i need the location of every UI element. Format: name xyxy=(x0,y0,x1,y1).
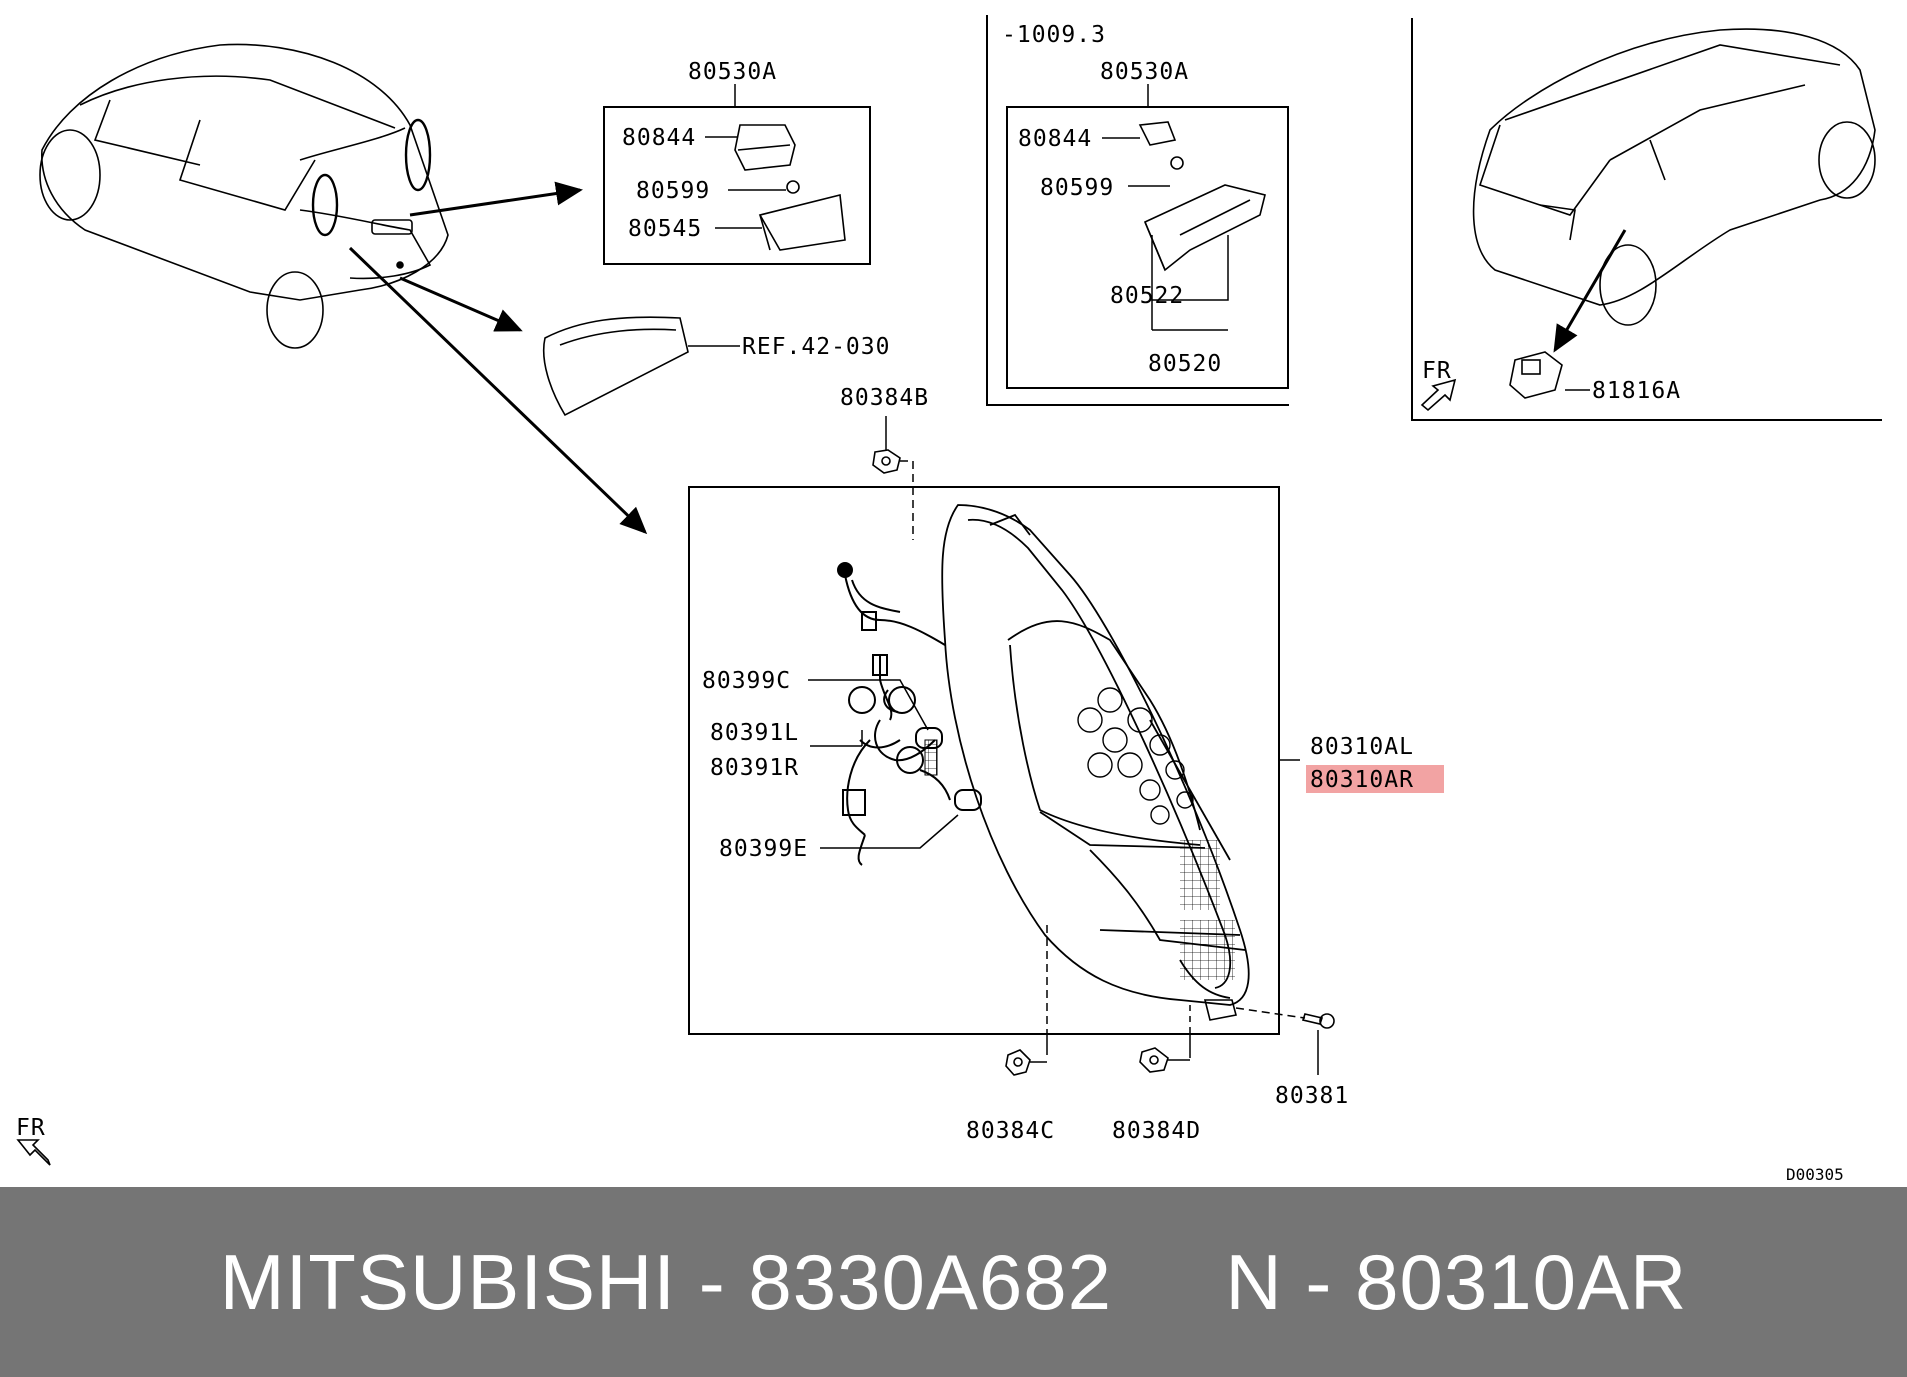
label-80545: 80545 xyxy=(628,216,702,242)
grommet-80384d-icon xyxy=(1139,1047,1169,1073)
grommet-80384c-icon xyxy=(1005,1049,1031,1076)
car-side-illustration xyxy=(1472,28,1876,326)
label-80310ar: 80310AR xyxy=(1310,767,1414,793)
grommet-80384b-icon xyxy=(872,449,901,474)
lamp-parts-2 xyxy=(1138,121,1266,272)
label-80399e: 80399E xyxy=(719,836,808,862)
label-range: -1009.3 xyxy=(1002,22,1106,48)
fr-arrow-bottom-icon xyxy=(16,1139,51,1166)
box-80530a-2 xyxy=(1006,106,1289,389)
label-80530a: 80530A xyxy=(688,59,777,85)
fr-arrow-top-icon xyxy=(1420,378,1457,412)
footer-n: N xyxy=(1225,1237,1283,1326)
label-80310al: 80310AL xyxy=(1310,734,1414,760)
screw-80381-icon xyxy=(1301,1013,1335,1029)
footer-bar: MITSUBISHI - 8330A682 N - 80310AR xyxy=(0,1187,1907,1377)
label-80384d: 80384D xyxy=(1112,1118,1201,1144)
footer-oem-number: 8330A682 xyxy=(748,1237,1113,1326)
label-80384c: 80384C xyxy=(966,1118,1055,1144)
car-rear-illustration xyxy=(39,43,449,349)
parts-diagram: 80530A 80844 80599 80545 REF.42-030 -100… xyxy=(16,15,1882,1184)
tail-lamp-box xyxy=(688,486,1280,1035)
box-80530a xyxy=(603,106,871,265)
footer-separator-2: - xyxy=(1282,1237,1356,1326)
label-80599: 80599 xyxy=(636,178,710,204)
reflector-illustration xyxy=(542,316,689,417)
label-80384b: 80384B xyxy=(840,385,929,411)
wiring-harness xyxy=(837,562,982,866)
footer-separator: - xyxy=(676,1237,749,1326)
footer-gap xyxy=(1112,1237,1225,1328)
footer-part-number: 80310AR xyxy=(1355,1237,1688,1326)
label-ref: REF.42-030 xyxy=(742,334,890,360)
highlight-80310ar xyxy=(1306,765,1444,793)
label-80391l: 80391L xyxy=(710,720,799,746)
label-80844-2: 80844 xyxy=(1018,126,1092,152)
diagram-code: D00305 xyxy=(1786,1165,1844,1184)
lamp-parts-1 xyxy=(734,124,846,251)
footer-brand: MITSUBISHI xyxy=(219,1237,677,1326)
label-80522: 80522 xyxy=(1110,283,1184,309)
label-80844: 80844 xyxy=(622,125,696,151)
lamp-81816a xyxy=(1509,351,1563,399)
label-fr-top: FR xyxy=(1422,358,1452,384)
lamp-bracket xyxy=(1203,999,1237,1021)
label-80599-2: 80599 xyxy=(1040,175,1114,201)
label-80399c: 80399C xyxy=(702,668,791,694)
label-80391r: 80391R xyxy=(710,755,799,781)
lamp-bulbs xyxy=(1077,687,1194,825)
label-81816a: 81816A xyxy=(1592,378,1681,404)
label-80520: 80520 xyxy=(1148,351,1222,377)
label-80381: 80381 xyxy=(1275,1083,1349,1109)
label-80530a-2: 80530A xyxy=(1100,59,1189,85)
label-fr-bottom: FR xyxy=(16,1115,46,1141)
